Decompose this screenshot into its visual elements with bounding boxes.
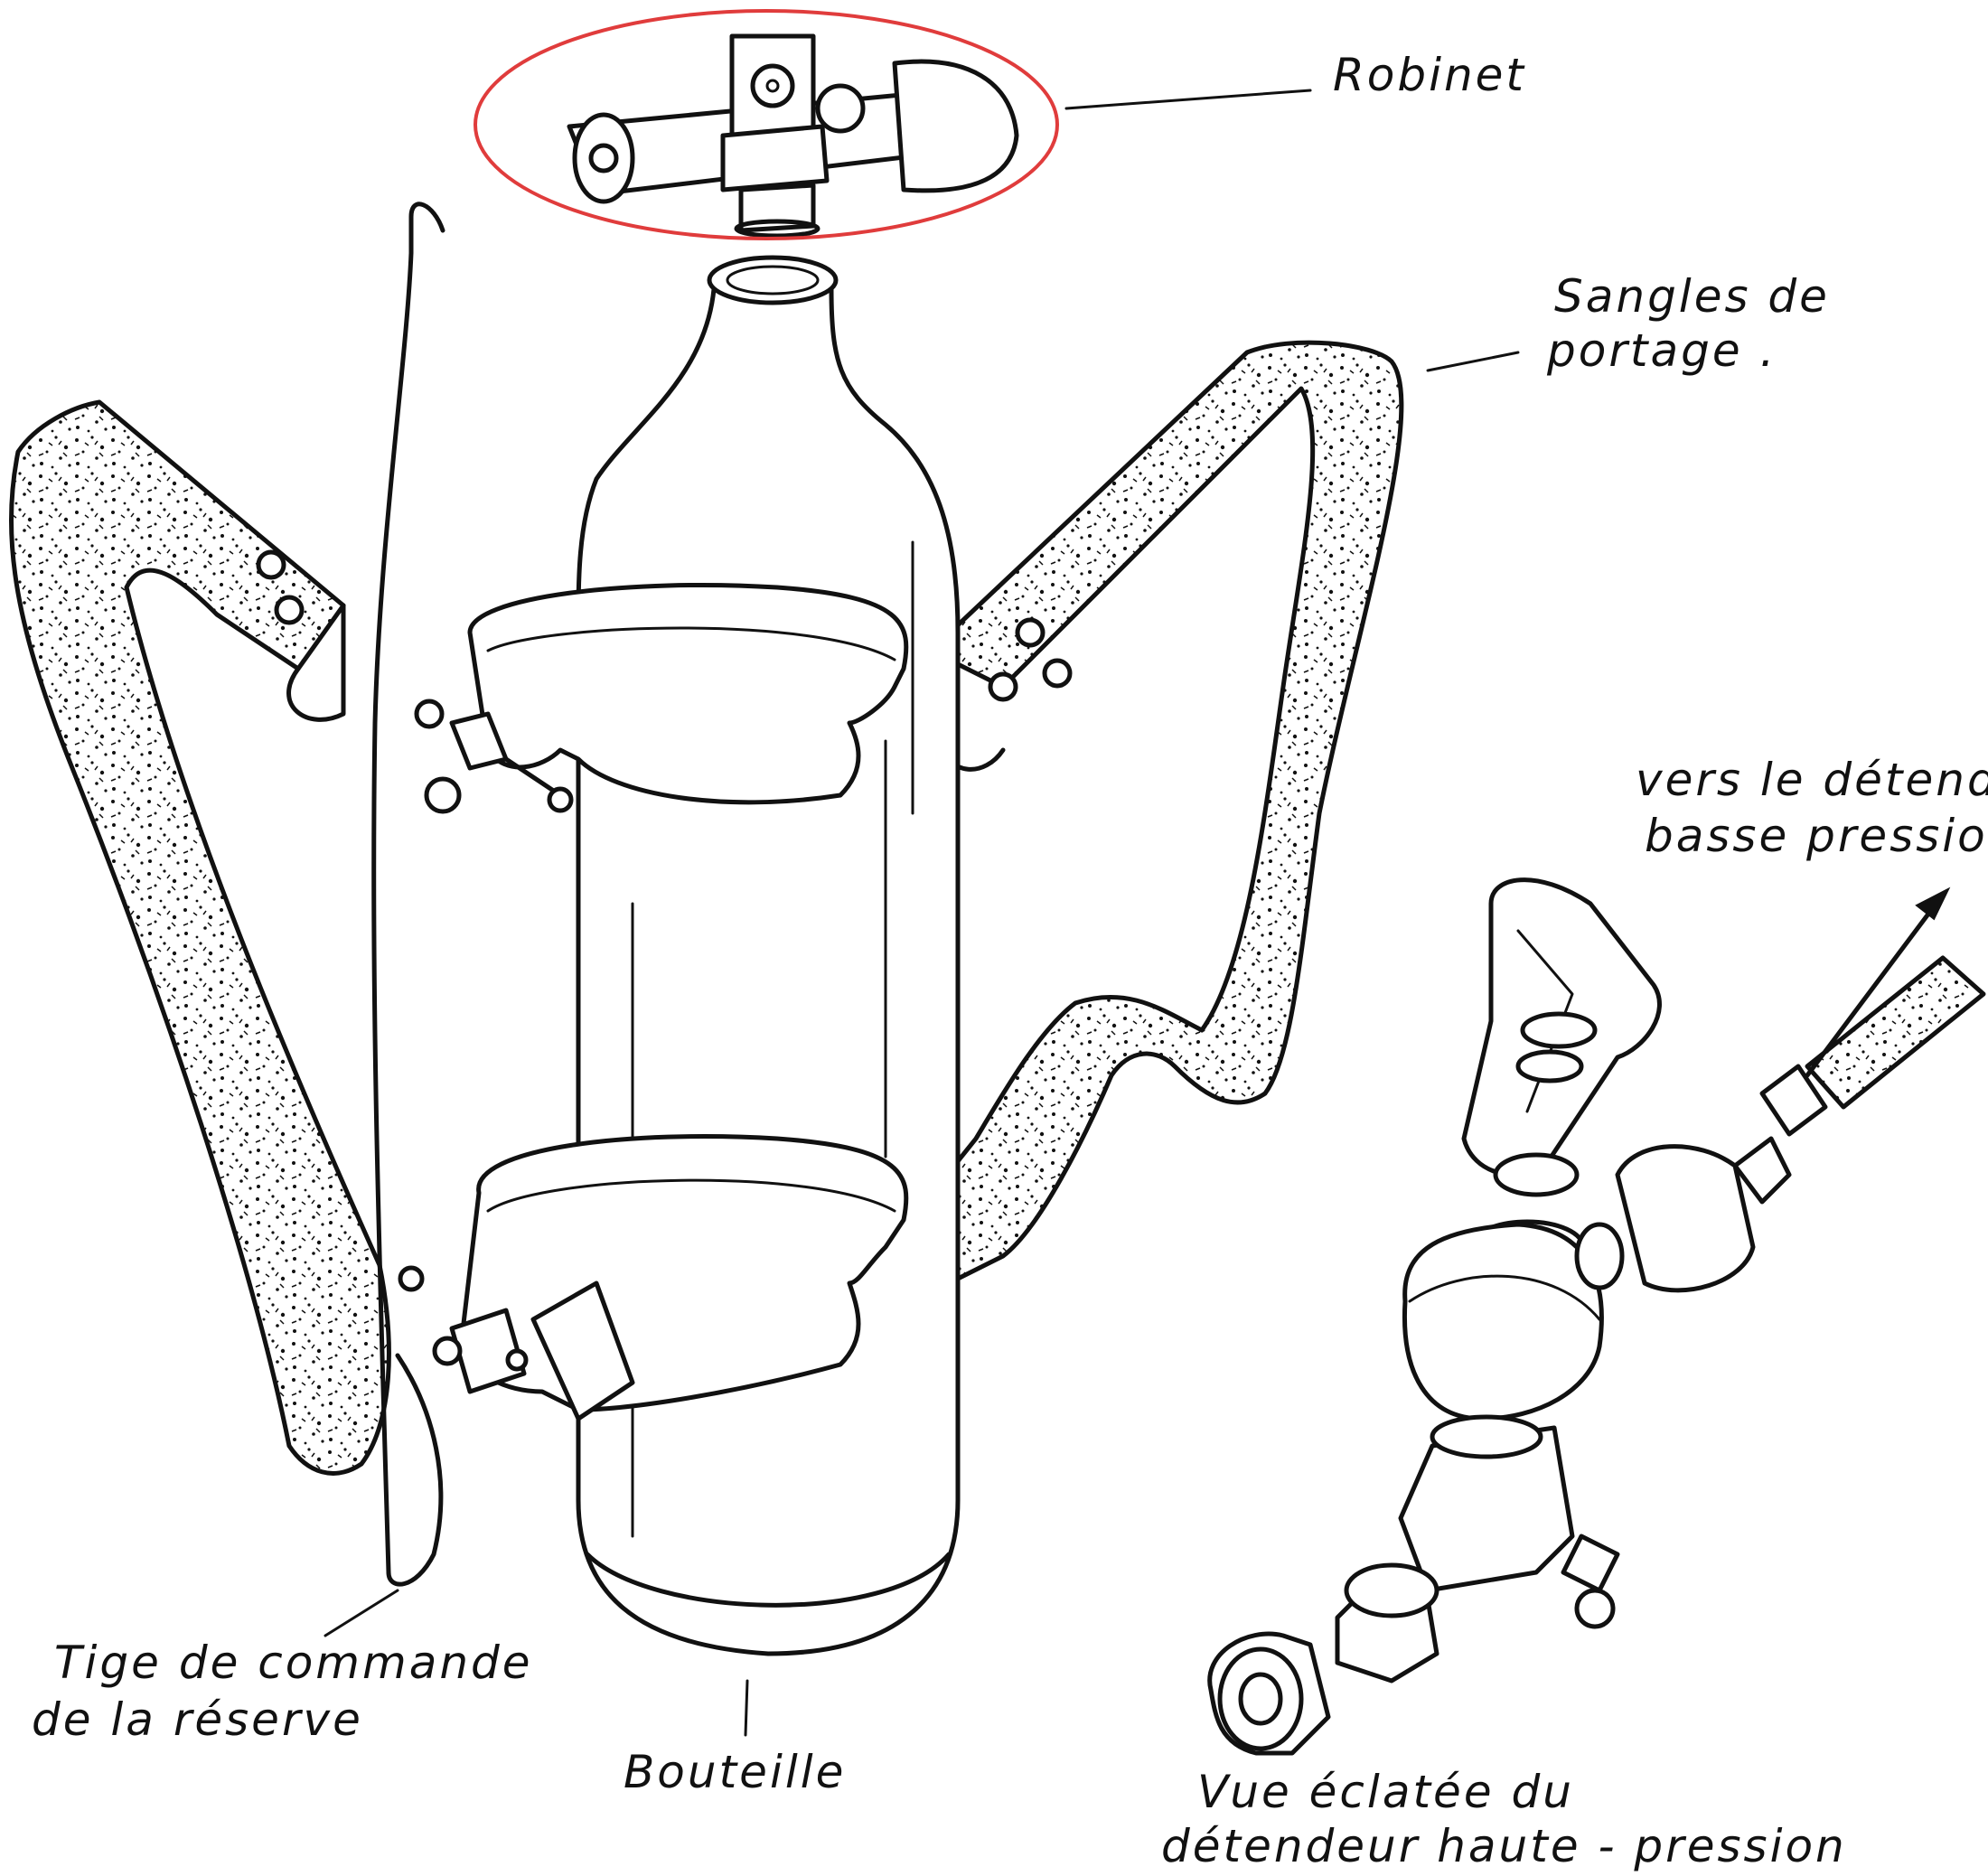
leader-robinet: [1064, 89, 1312, 110]
upper-clamp: [414, 582, 909, 814]
flow-arrow: [1805, 886, 1951, 1078]
left-strap: [9, 399, 391, 1476]
label-sangles-line2: portage .: [1546, 324, 1777, 377]
label-detendeur-bp-line2: basse pression: [1645, 810, 1988, 862]
leader-bouteille: [744, 1679, 749, 1737]
valve-highlight: [474, 9, 1059, 240]
label-detendeur-bp-line1: vers le détendeur: [1636, 754, 1988, 806]
lower-clamp: [398, 1134, 909, 1421]
leader-lines: [324, 89, 1520, 1737]
label-vue-line2: détendeur haute - pression: [1161, 1820, 1847, 1872]
label-tige-line1: Tige de commande: [54, 1637, 533, 1689]
label-bouteille: Bouteille: [624, 1746, 846, 1798]
leader-tige: [324, 1589, 399, 1637]
reserve-control-rod: [371, 202, 445, 1587]
label-sangles-line1: Sangles de: [1554, 270, 1830, 323]
right-strap: [928, 340, 1404, 1286]
leader-sangles: [1426, 351, 1520, 372]
label-vue-line1: Vue éclatée du: [1197, 1766, 1574, 1818]
label-tige-line2: de la réserve: [32, 1693, 363, 1746]
label-robinet: Robinet: [1333, 49, 1526, 101]
bottle: [576, 255, 961, 1656]
valve: [567, 33, 1019, 239]
regulator-exploded-view: [1207, 877, 1986, 1756]
